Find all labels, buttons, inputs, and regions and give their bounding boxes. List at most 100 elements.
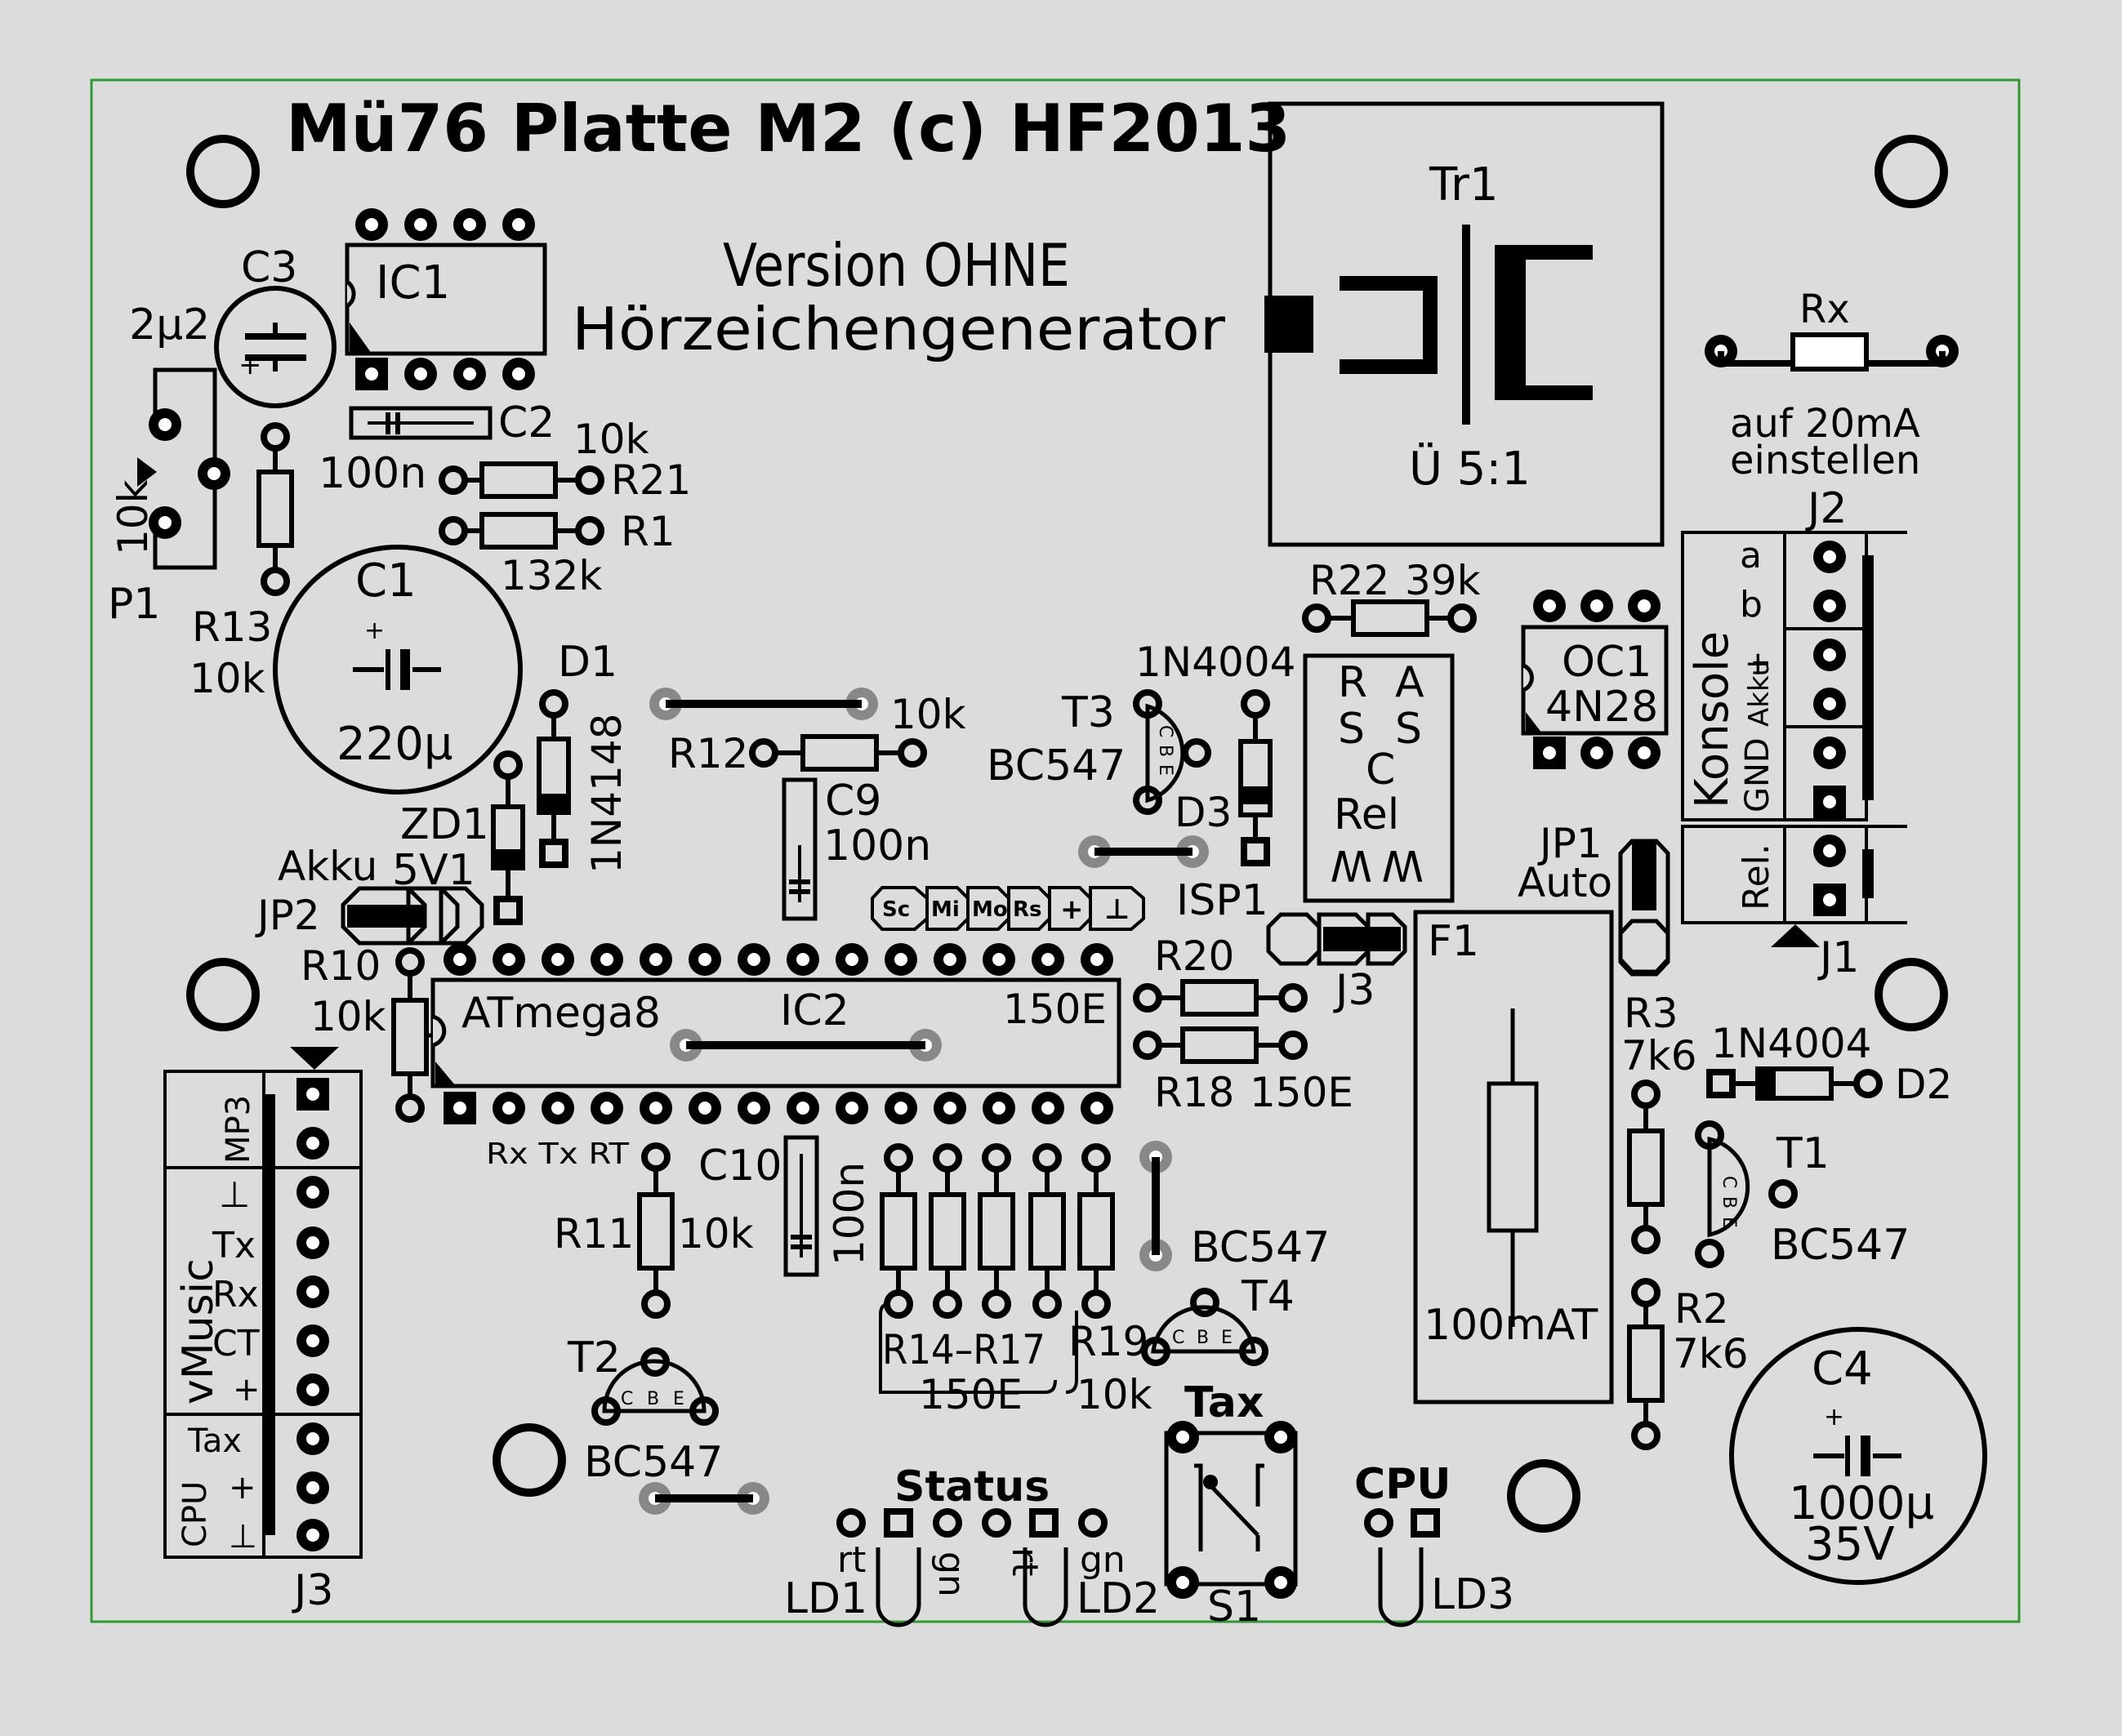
rx-note-2: einstellen (1730, 438, 1920, 483)
version-line-2: Hörzeichengenerator (572, 295, 1225, 363)
tax-label: Tax (1184, 1378, 1264, 1427)
transistor-t2: C B E T2 BC547 (567, 1333, 769, 1515)
resistor-r14 (880, 1146, 917, 1315)
r11-value: 10k (678, 1210, 754, 1257)
ic2-pin-labels: Rx Tx RT (486, 1137, 630, 1171)
resistor-r20: R20 150E (1003, 933, 1304, 1033)
t1-pin-b: B (1719, 1196, 1739, 1209)
connector-j3: MP3 vMusic ⊥ Tx Rx CT + Tax + ⊥ CPU J3 (163, 1047, 363, 1615)
j1-rel: Rel. (1736, 844, 1777, 910)
r3-value: 7k6 (1621, 1032, 1697, 1079)
trimmer-p1: 10k P1 (108, 367, 230, 629)
r21-label: R21 (611, 456, 691, 504)
wire-bridge-isp (1078, 835, 1209, 868)
f1-label: F1 (1428, 917, 1479, 966)
ld3-label: LD3 (1431, 1570, 1514, 1619)
ic2-pins-bottom (444, 1092, 1113, 1124)
led-ld1: rt gn LD1 (784, 1511, 972, 1627)
j3-cpu: CPU (176, 1481, 214, 1547)
c3-value: 2µ2 (129, 300, 210, 349)
d1-label: D1 (558, 638, 617, 687)
j3-jumper-label: J3 (1333, 966, 1375, 1015)
c1-plus: + (364, 617, 385, 645)
capacitor-c2: C2 100n (319, 398, 555, 498)
capacitor-c4: + C4 1000µ 35V (1729, 1327, 1987, 1585)
transformer-tr1: Tr1 Ü 5:1 (1264, 101, 1665, 547)
resistor-r17 (1028, 1146, 1066, 1315)
c4-value: 1000µ (1789, 1477, 1934, 1530)
capacitor-c3: + C3 2µ2 (129, 243, 337, 408)
rx-label: Rx (1799, 287, 1850, 332)
resistor-r19 (1077, 1146, 1115, 1315)
r13-label: R13 (192, 603, 272, 651)
resistor-r3: R3 7k6 (1621, 990, 1697, 1251)
f1-value: 100mAT (1424, 1301, 1598, 1350)
r19-label: R19 (1068, 1318, 1148, 1365)
board-title: Mü76 Platte M2 (c) HF2013 (286, 91, 1291, 167)
r18-label: R18 (1154, 1069, 1234, 1116)
j3-rx: Rx (212, 1274, 259, 1315)
t3-type: BC547 (987, 741, 1126, 790)
connector-j2: J2 a b + Akku GND Konsole (1681, 484, 1907, 828)
resistor-r11: R11 10k (554, 1146, 754, 1315)
resistor-r13: R13 10k (189, 425, 294, 702)
j1-label: J1 (1817, 933, 1859, 982)
diode-d3: 1N4004 D3 (1135, 639, 1295, 863)
c2-value: 100n (319, 449, 426, 498)
j3-vmusic: vMusic (174, 1258, 223, 1404)
j3-tax: Tax (187, 1422, 242, 1460)
r12-label: R12 (668, 730, 748, 777)
d1-value: 1N4148 (583, 714, 631, 874)
isp-pin-mi: Mi (931, 897, 960, 922)
r10-label: R10 (301, 942, 381, 990)
capacitor-c9: C9 100n (782, 777, 931, 921)
ic2-type: ATmega8 (461, 989, 661, 1038)
connector-j1: Rel. J1 (1681, 825, 1907, 982)
j3-mp3: MP3 (220, 1095, 257, 1164)
relay-rel: Rel (1334, 790, 1399, 839)
t3-pin-b: B (1155, 745, 1175, 757)
resistor-r12: R12 10k (649, 688, 966, 777)
switch-s1-tax: Tax S1 (1164, 1378, 1298, 1631)
j2-pin-gnd: GND (1739, 737, 1777, 812)
t1-pin-e: E (1719, 1217, 1739, 1228)
j3-tx: Tx (212, 1225, 256, 1266)
relay-c: C (1366, 746, 1395, 795)
t4-pin-e: E (1221, 1328, 1233, 1348)
j2-pin-b: b (1740, 584, 1763, 625)
t2-pin-e: E (673, 1389, 684, 1409)
rx-note-1: auf 20mA (1730, 401, 1920, 447)
r22-label: R22 (1309, 557, 1389, 604)
jumper-jp1: JP1 Auto (1518, 820, 1670, 977)
t4-pin-b: B (1197, 1328, 1209, 1348)
r1-label: R1 (621, 508, 675, 555)
resistor-r15 (929, 1146, 966, 1315)
c1-label: C1 (355, 554, 417, 608)
r10-value: 10k (310, 993, 386, 1040)
t1-type: BC547 (1771, 1221, 1910, 1270)
t2-type: BC547 (584, 1438, 723, 1487)
diode-d1: D1 1N4148 (537, 638, 631, 874)
r1-value: 132k (501, 552, 602, 599)
t4-type: BC547 (1191, 1223, 1330, 1272)
c9-label: C9 (825, 777, 881, 826)
mounting-holes (186, 135, 1948, 1533)
r20-value: 150E (1003, 986, 1107, 1033)
t2-pin-b: B (647, 1389, 659, 1409)
isp-pin-mo: Mo (972, 897, 1008, 922)
jp1-label: JP1 (1537, 820, 1603, 867)
ld1-rt: rt (837, 1539, 866, 1581)
r2-label: R2 (1674, 1285, 1729, 1333)
ld2-gn: gn (1080, 1539, 1126, 1581)
j3-plus: + (233, 1371, 261, 1409)
r22-value: 39k (1405, 557, 1481, 604)
resistor-r2: R2 7k6 (1627, 1281, 1749, 1447)
cpu-label: CPU (1354, 1460, 1451, 1509)
status-leds: Status rt gn LD1 rt gn LD2 (784, 1462, 1160, 1627)
ld1-gn: gn (930, 1551, 972, 1597)
resistor-r10: R10 10k (301, 942, 441, 1119)
led-ld2: rt gn LD2 (985, 1511, 1160, 1627)
r18-value: 150E (1250, 1069, 1353, 1116)
r19-value: 10k (1077, 1371, 1152, 1418)
isp-header: Sc Mi Mo Rs + ⊥ ISP1 (871, 876, 1268, 931)
